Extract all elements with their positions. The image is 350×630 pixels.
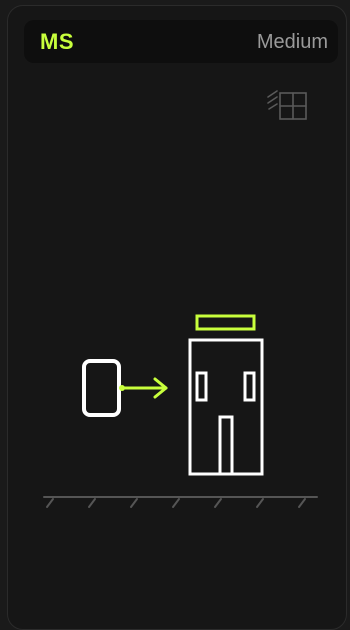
card-abbreviation: MS bbox=[40, 29, 74, 55]
difficulty-label: Medium bbox=[257, 31, 328, 54]
card-header: MS Medium bbox=[24, 20, 338, 63]
window-wind-icon bbox=[266, 89, 308, 121]
